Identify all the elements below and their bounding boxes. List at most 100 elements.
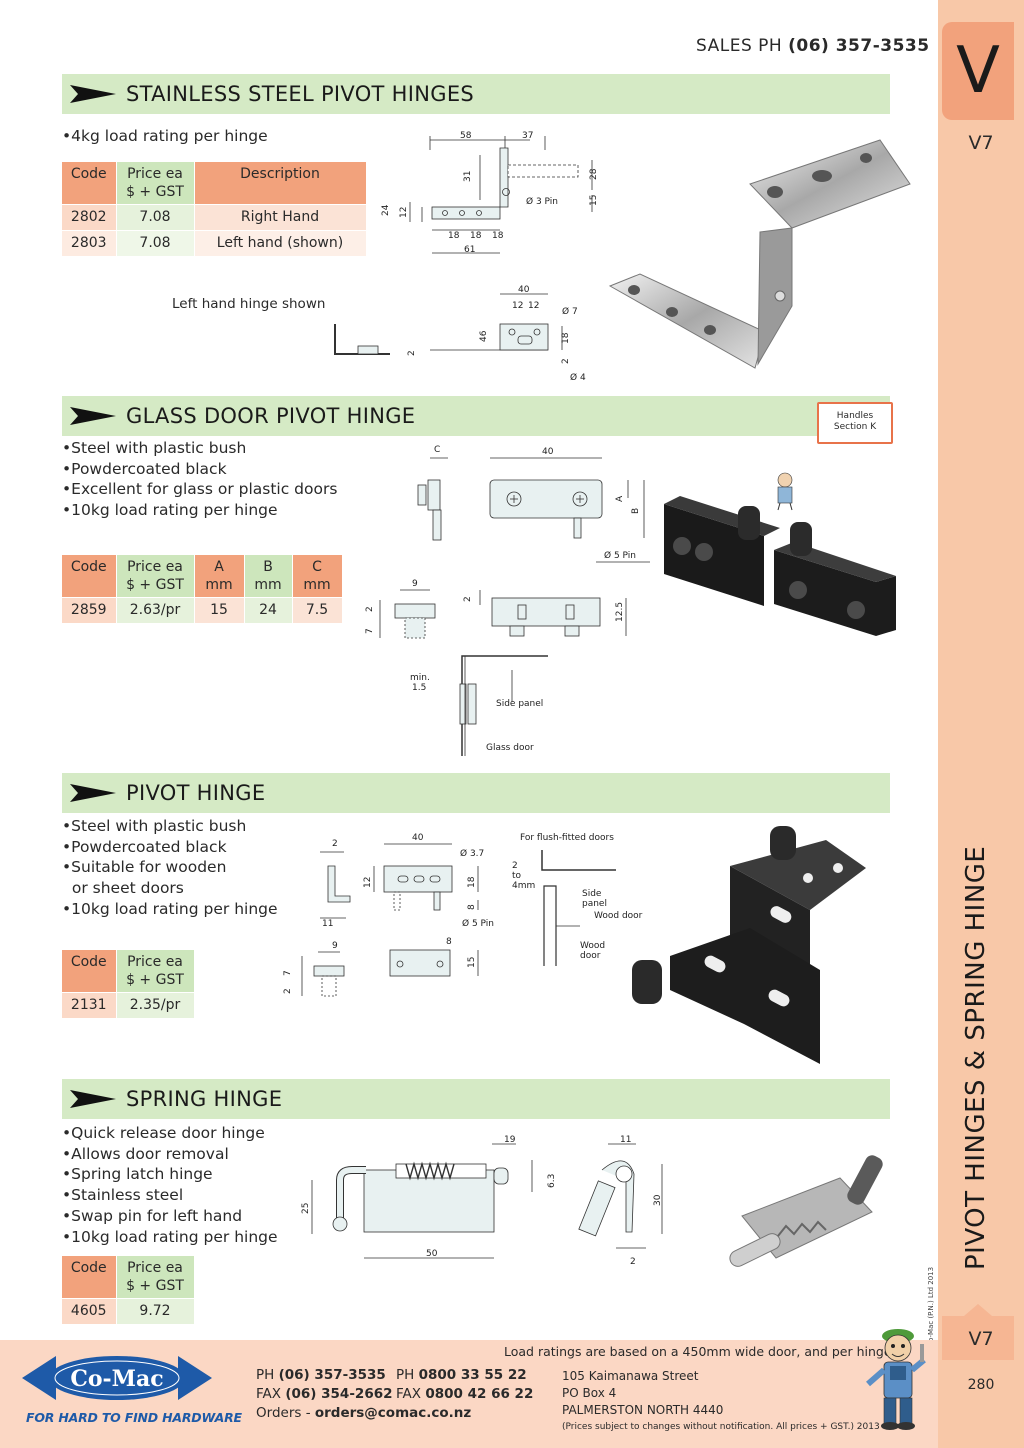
sidebar-strip bbox=[938, 0, 1024, 1448]
dim-label: 1.5 bbox=[412, 683, 426, 693]
vertical-section-title: PIVOT HINGES & SPRING HINGE bbox=[961, 845, 991, 1270]
dim-label: Ø 5 Pin bbox=[462, 918, 494, 929]
pivot-hinge-photo bbox=[632, 826, 866, 1064]
postal-address: 105 Kaimanawa Street PO Box 4 PALMERSTON… bbox=[562, 1368, 880, 1436]
col-header-price: Price ea$ + GST bbox=[116, 950, 195, 993]
pivot-dimension-drawing: 2 40 Ø 3.7 12 18 8 Ø 5 Pin 11 9 7 2 8 15… bbox=[283, 833, 643, 997]
stainless-dimension-drawing: 58 37 31 28 15 24 12 18 18 18 61 Ø 3 Pin bbox=[381, 131, 599, 255]
bullet-item: Suitable for wooden bbox=[62, 857, 278, 878]
handles-section-link[interactable]: Handles Section K bbox=[817, 402, 893, 444]
dim-label: 11 bbox=[322, 919, 333, 929]
bullet-item: Excellent for glass or plastic doors bbox=[62, 479, 337, 500]
dim-label: Wood bbox=[580, 941, 605, 951]
mascot-small-icon bbox=[777, 472, 793, 511]
phone-number[interactable]: (06) 357-3535 bbox=[278, 1367, 386, 1383]
dim-label: 37 bbox=[522, 131, 533, 141]
section-header-glass: GLASS DOOR PIVOT HINGE bbox=[62, 396, 890, 436]
dim-label: For flush-fitted doors bbox=[520, 833, 614, 843]
comac-logo[interactable]: Co-Mac bbox=[22, 1352, 212, 1406]
bullet-item: or sheet doors bbox=[71, 879, 184, 898]
dim-label: 40 bbox=[412, 833, 424, 843]
price-table-pivot: Code Price ea$ + GST 2131 2.35/pr bbox=[62, 950, 195, 1018]
dim-label: 15 bbox=[467, 957, 477, 968]
cell-price: 7.08 bbox=[116, 204, 195, 231]
bullet-item: Steel with plastic bush bbox=[62, 816, 278, 837]
dim-label: 15 bbox=[589, 195, 599, 206]
bullet-list-glass: Steel with plastic bush Powdercoated bla… bbox=[62, 438, 337, 521]
badge-line: Section K bbox=[833, 422, 877, 432]
dim-label: Side panel bbox=[496, 699, 543, 709]
bullet-item: Allows door removal bbox=[62, 1144, 278, 1165]
freephone-number[interactable]: 0800 33 55 22 bbox=[418, 1367, 527, 1383]
page-number: 280 bbox=[967, 1377, 995, 1393]
logo-tagline: FOR HARD TO FIND HARDWARE bbox=[26, 1410, 242, 1425]
dim-label: 58 bbox=[460, 131, 472, 141]
dim-label: B bbox=[631, 508, 641, 514]
bullet-item: 10kg load rating per hinge bbox=[62, 899, 277, 920]
cell-b: 24 bbox=[244, 597, 293, 623]
sales-phone: SALES PH (06) 357-3535 bbox=[696, 36, 930, 56]
spring-hinge-photo bbox=[729, 1155, 883, 1267]
col-header-price: Price ea$ + GST bbox=[116, 162, 195, 205]
dim-label: 8 bbox=[446, 937, 452, 947]
col-header-code: Code bbox=[62, 162, 117, 205]
dim-label: min. bbox=[410, 673, 430, 683]
cell-description: Right Hand bbox=[194, 204, 367, 231]
dim-label: 11 bbox=[620, 1135, 631, 1145]
table-row[interactable]: 2802 7.08 Right Hand bbox=[62, 204, 367, 231]
dim-label: 12 bbox=[528, 301, 539, 311]
bullet-list-stainless: 4kg load rating per hinge bbox=[62, 126, 268, 147]
address-city: PALMERSTON NORTH 4440 bbox=[562, 1403, 724, 1417]
cell-code: 2131 bbox=[62, 992, 117, 1018]
arrow-icon bbox=[70, 407, 116, 425]
dim-label: 12 bbox=[363, 877, 373, 888]
col-header-description: Description bbox=[194, 162, 367, 205]
glass-hinge-photo bbox=[664, 496, 896, 636]
section-title: SPRING HINGE bbox=[126, 1087, 283, 1111]
bullet-item: Stainless steel bbox=[62, 1185, 278, 1206]
dim-label: 2 bbox=[512, 861, 518, 871]
dim-label: 2 bbox=[332, 839, 338, 849]
dim-label: 9 bbox=[332, 941, 338, 951]
freefax-number: 0800 42 66 22 bbox=[425, 1386, 534, 1402]
dim-label: 18 bbox=[467, 876, 477, 888]
dim-label: 18 bbox=[470, 231, 482, 241]
col-header-code: Code bbox=[62, 555, 117, 598]
sales-number[interactable]: (06) 357-3535 bbox=[788, 36, 930, 56]
dim-label: 9 bbox=[412, 579, 418, 589]
cell-code: 2802 bbox=[62, 204, 117, 231]
section-header-pivot: PIVOT HINGE bbox=[62, 773, 890, 813]
dim-label: 2 bbox=[463, 596, 473, 602]
arrow-icon bbox=[70, 1090, 116, 1108]
section-tab-letter[interactable]: V bbox=[942, 22, 1014, 120]
table-row[interactable]: 2803 7.08 Left hand (shown) bbox=[62, 230, 367, 256]
orders-email-link[interactable]: orders@comac.co.nz bbox=[314, 1405, 472, 1421]
bullet-item: Spring latch hinge bbox=[62, 1164, 278, 1185]
load-rating-note: Load ratings are based on a 450mm wide d… bbox=[504, 1344, 896, 1359]
bullet-list-pivot: Steel with plastic bush Powdercoated bla… bbox=[62, 816, 278, 920]
table-row[interactable]: 4605 9.72 bbox=[62, 1298, 195, 1324]
dim-label: 61 bbox=[464, 245, 475, 255]
dim-label: Wood door bbox=[594, 911, 643, 921]
stainless-hinge-photo bbox=[608, 139, 911, 369]
dim-label: 46 bbox=[479, 330, 489, 342]
dim-label: 28 bbox=[589, 168, 599, 180]
table-row[interactable]: 2131 2.35/pr bbox=[62, 992, 195, 1018]
dim-label: Side bbox=[582, 889, 602, 899]
dim-label: Glass door bbox=[486, 743, 534, 753]
fax-number: (06) 354-2662 bbox=[285, 1386, 393, 1402]
dim-label: 12.5 bbox=[615, 602, 625, 622]
dim-label: Ø 5 Pin bbox=[604, 550, 636, 561]
dim-label: Ø 4 bbox=[570, 372, 586, 383]
dim-label: door bbox=[580, 951, 601, 961]
dim-label: C bbox=[434, 445, 440, 455]
table-row[interactable]: 2859 2.63/pr 15 24 7.5 bbox=[62, 597, 343, 623]
dim-label: 30 bbox=[653, 1194, 663, 1206]
spring-dimension-drawing: 19 6.3 25 50 11 30 2 bbox=[301, 1135, 663, 1267]
section-title: PIVOT HINGE bbox=[126, 781, 266, 805]
mascot-handyman-icon bbox=[866, 1329, 926, 1430]
dim-label: 12 bbox=[399, 207, 409, 218]
pin-label: Ø 3 Pin bbox=[526, 196, 558, 207]
